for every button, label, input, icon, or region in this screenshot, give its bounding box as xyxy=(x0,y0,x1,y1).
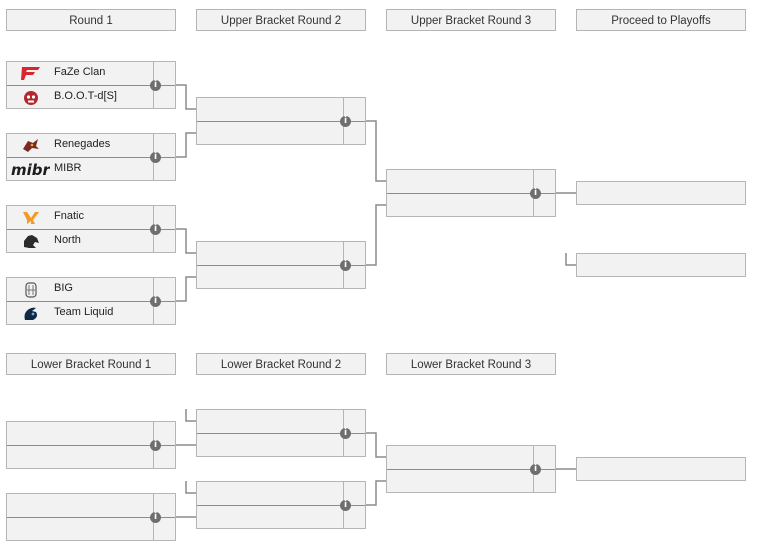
match-info-icon[interactable]: i xyxy=(340,428,351,439)
north-logo-icon xyxy=(24,235,39,248)
header-round-1: Round 1 xyxy=(6,9,176,31)
divider xyxy=(197,265,365,266)
divider xyxy=(7,85,175,86)
match-info-icon[interactable]: i xyxy=(340,260,351,271)
match-info-icon[interactable]: i xyxy=(150,512,161,523)
match-lb-round2-2[interactable]: i xyxy=(196,481,366,529)
header-proceed-to-playoffs: Proceed to Playoffs xyxy=(576,9,746,31)
match-ub-round2-1[interactable]: i xyxy=(196,97,366,145)
mibr-logo-icon: mibr xyxy=(11,161,50,178)
match-ub-round2-2[interactable]: i xyxy=(196,241,366,289)
match-lb-round1-2[interactable]: i xyxy=(6,493,176,541)
match-info-icon[interactable]: i xyxy=(340,500,351,511)
playoff-slot-2[interactable] xyxy=(576,253,746,277)
svg-text:mibr: mibr xyxy=(11,161,50,178)
big-logo-icon xyxy=(25,282,37,298)
divider xyxy=(197,505,365,506)
header-lower-bracket-round-1: Lower Bracket Round 1 xyxy=(6,353,176,375)
team-row[interactable]: BIG xyxy=(7,278,153,301)
match-lb-round1-1[interactable]: i xyxy=(6,421,176,469)
renegades-logo-icon xyxy=(23,139,39,152)
divider xyxy=(7,157,175,158)
divider xyxy=(7,229,175,230)
team-row[interactable]: North xyxy=(7,230,153,253)
match-info-icon[interactable]: i xyxy=(530,188,541,199)
match-round1-4[interactable]: BIG Team Liquid i xyxy=(6,277,176,325)
boot-ds-logo-icon xyxy=(24,91,38,105)
match-lb-round3-1[interactable]: i xyxy=(386,445,556,493)
faze-clan-logo-icon xyxy=(21,67,40,80)
team-row[interactable]: B.O.O.T-d[S] xyxy=(7,86,153,109)
team-row[interactable]: mibr MIBR xyxy=(7,158,153,181)
team-row[interactable]: Team Liquid xyxy=(7,302,153,325)
team-name: MIBR xyxy=(54,162,82,174)
team-row[interactable]: Renegades xyxy=(7,134,153,157)
match-info-icon[interactable]: i xyxy=(530,464,541,475)
header-lower-bracket-round-2: Lower Bracket Round 2 xyxy=(196,353,366,375)
match-ub-round3-1[interactable]: i xyxy=(386,169,556,217)
match-info-icon[interactable]: i xyxy=(150,152,161,163)
team-row[interactable]: FaZe Clan xyxy=(7,62,153,85)
playoff-slot-1[interactable] xyxy=(576,181,746,205)
playoff-slot-3[interactable] xyxy=(576,457,746,481)
match-info-icon[interactable]: i xyxy=(150,440,161,451)
divider xyxy=(197,433,365,434)
team-name: B.O.O.T-d[S] xyxy=(54,90,117,102)
header-lower-bracket-round-3: Lower Bracket Round 3 xyxy=(386,353,556,375)
team-name: BIG xyxy=(54,282,73,294)
team-name: FaZe Clan xyxy=(54,66,106,78)
match-lb-round2-1[interactable]: i xyxy=(196,409,366,457)
divider xyxy=(7,445,175,446)
match-round1-2[interactable]: Renegades mibr MIBR i xyxy=(6,133,176,181)
divider xyxy=(387,193,555,194)
team-row[interactable]: Fnatic xyxy=(7,206,153,229)
match-info-icon[interactable]: i xyxy=(340,116,351,127)
match-info-icon[interactable]: i xyxy=(150,296,161,307)
team-liquid-logo-icon xyxy=(24,307,37,320)
divider xyxy=(7,517,175,518)
team-name: Team Liquid xyxy=(54,306,114,318)
match-round1-1[interactable]: FaZe Clan B.O.O.T-d[S] i xyxy=(6,61,176,109)
match-info-icon[interactable]: i xyxy=(150,80,161,91)
match-info-icon[interactable]: i xyxy=(150,224,161,235)
divider xyxy=(387,469,555,470)
header-upper-bracket-round-3: Upper Bracket Round 3 xyxy=(386,9,556,31)
divider xyxy=(197,121,365,122)
match-round1-3[interactable]: Fnatic North i xyxy=(6,205,176,253)
team-name: Renegades xyxy=(54,138,111,150)
team-name: North xyxy=(54,234,81,246)
fnatic-logo-icon xyxy=(23,212,39,224)
header-upper-bracket-round-2: Upper Bracket Round 2 xyxy=(196,9,366,31)
divider xyxy=(7,301,175,302)
team-name: Fnatic xyxy=(54,210,84,222)
